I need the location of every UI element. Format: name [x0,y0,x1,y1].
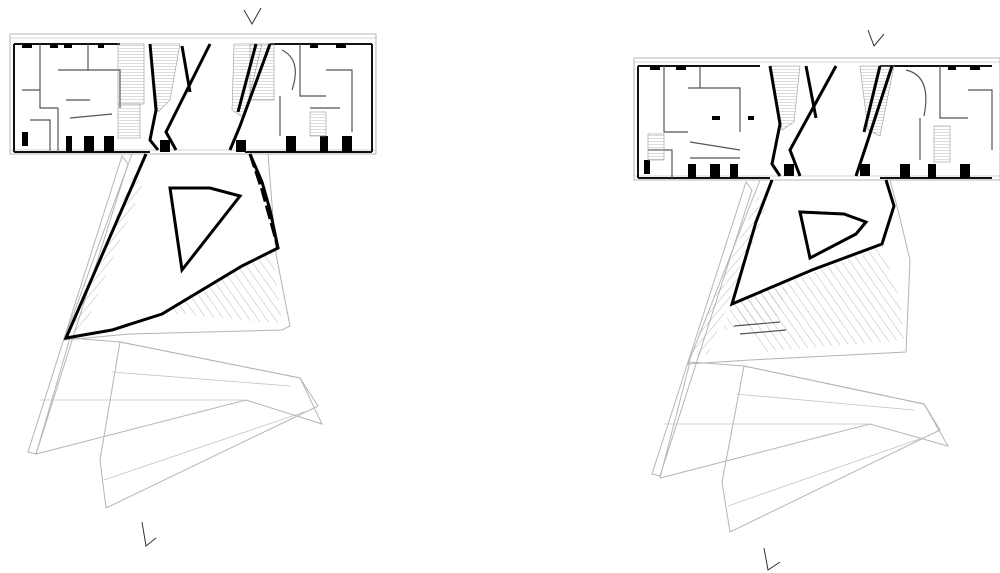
floor-plan-left [9,7,377,547]
hatched-zone-west [70,172,142,332]
north-arrow-icon [243,7,262,26]
existing-building-left [9,33,377,155]
north-arrow-icon [867,29,885,47]
section-marker-icon [763,547,781,571]
heavy-walls-right [729,65,896,307]
new-building-outline-left [27,153,323,509]
hatched-zone-south [734,246,904,352]
heavy-walls-left [63,43,280,340]
existing-building-right [633,57,1000,181]
floor-plan-right [633,29,1000,571]
hatched-zone-south [160,248,282,324]
hatched-zone-west [690,196,766,356]
new-building-outline-right [651,179,950,533]
section-marker-icon [141,521,157,547]
